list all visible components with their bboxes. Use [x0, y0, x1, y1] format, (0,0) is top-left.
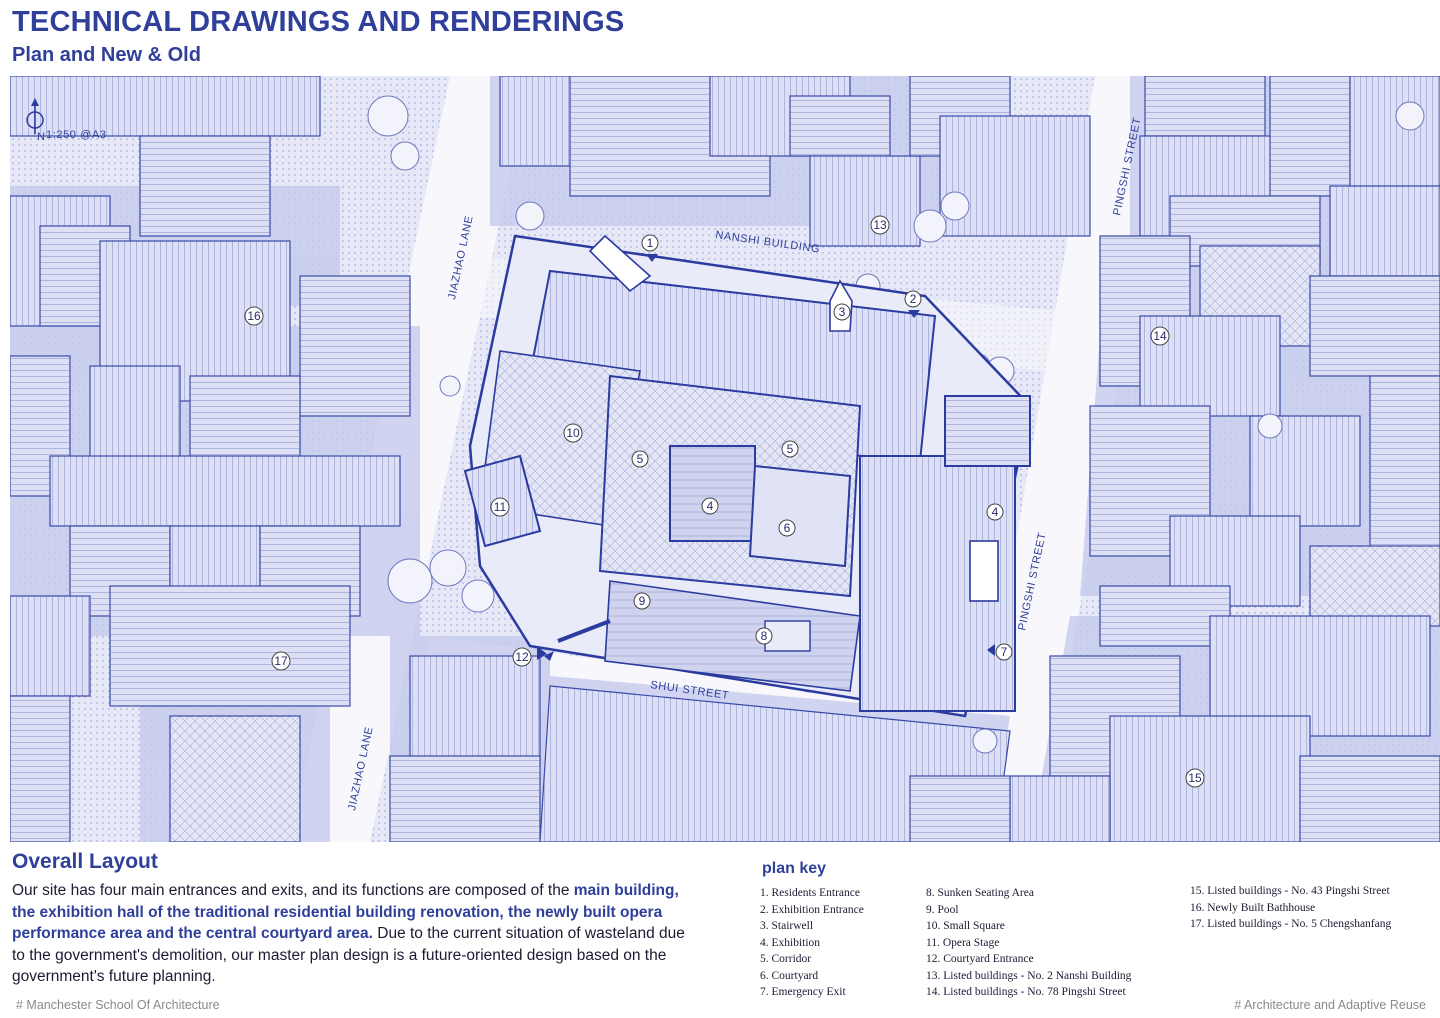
- plan-number-4a: 4: [701, 497, 719, 515]
- plan-number-5b: 5: [781, 440, 799, 458]
- plan-number-4b: 4: [986, 503, 1004, 521]
- svg-text:4: 4: [992, 505, 999, 519]
- plan-key-column-2: 8. Sunken Seating Area 9. Pool 10. Small…: [926, 885, 1131, 1001]
- svg-text:7: 7: [1001, 645, 1008, 659]
- svg-text:6: 6: [784, 521, 791, 535]
- overall-layout-description: Our site has four main entrances and exi…: [12, 880, 702, 988]
- plan-number-3: 3: [833, 303, 851, 321]
- site-plan-drawing: N 1:250 @A3 JIAZHAO LANE JIAZHAO LANE NA…: [10, 76, 1440, 842]
- plan-number-6: 6: [778, 519, 796, 537]
- svg-text:4: 4: [707, 499, 714, 513]
- plan-number-labels: 1 2 3 4 4 5 5 6 7 8 9 10 11 12 13 14 15 …: [244, 215, 1205, 788]
- plan-key-item: 17. Listed buildings - No. 5 Chengshanfa…: [1190, 918, 1392, 930]
- surrounding-buildings: [10, 76, 1440, 842]
- footer-school: # Manchester School Of Architecture: [16, 998, 220, 1012]
- plan-number-10: 10: [563, 423, 583, 443]
- plan-key-item: 6. Courtyard: [760, 969, 819, 982]
- description-text-2: Due to the current situation of wastelan…: [12, 925, 685, 985]
- entrance-markers: [537, 254, 995, 661]
- plan-number-5a: 5: [631, 450, 649, 468]
- plan-key-item: 16. Newly Built Bathhouse: [1190, 901, 1316, 914]
- svg-text:3: 3: [839, 305, 846, 319]
- overall-layout-heading: Overall Layout: [12, 850, 158, 873]
- plan-number-8: 8: [755, 627, 773, 645]
- plan-key-item: 1. Residents Entrance: [760, 887, 860, 899]
- plan-number-14: 14: [1150, 326, 1170, 346]
- footer-course: # Architecture and Adaptive Reuse: [1234, 998, 1426, 1012]
- plan-number-1: 1: [641, 234, 659, 252]
- plan-number-7: 7: [995, 643, 1013, 661]
- svg-text:1: 1: [647, 236, 654, 250]
- svg-text:2: 2: [910, 292, 917, 306]
- plan-number-11: 11: [490, 497, 510, 517]
- svg-text:12: 12: [515, 650, 529, 664]
- plan-key-column-3: 15. Listed buildings - No. 43 Pingshi St…: [1190, 883, 1391, 933]
- svg-text:13: 13: [873, 218, 887, 232]
- page-subtitle: Plan and New & Old: [12, 44, 201, 66]
- plan-key-item: 11. Opera Stage: [926, 936, 1000, 949]
- plan-number-2: 2: [904, 290, 922, 308]
- description-highlight: main building, the exhibition hall of th…: [12, 882, 679, 942]
- svg-text:5: 5: [787, 442, 794, 456]
- page-title: TECHNICAL DRAWINGS AND RENDERINGS: [12, 6, 625, 38]
- svg-text:8: 8: [761, 629, 768, 643]
- plan-key-item: 10. Small Square: [926, 920, 1005, 932]
- plan-key-item: 14. Listed buildings - No. 78 Pingshi St…: [926, 986, 1126, 998]
- svg-text:10: 10: [566, 426, 580, 440]
- svg-text:14: 14: [1153, 329, 1167, 343]
- plan-key-item: 8. Sunken Seating Area: [926, 887, 1034, 899]
- plan-key-item: 3. Stairwell: [760, 920, 814, 932]
- svg-text:9: 9: [639, 594, 646, 608]
- plan-key-item: 15. Listed buildings - No. 43 Pingshi St…: [1190, 885, 1390, 897]
- plan-key-column-1: 1. Residents Entrance 2. Exhibition Entr…: [760, 885, 864, 1001]
- plan-number-15: 15: [1185, 768, 1205, 788]
- plan-number-17: 17: [271, 651, 291, 671]
- site-boundary: [463, 234, 1032, 718]
- plan-key-title: plan key: [762, 860, 827, 877]
- plan-key-item: 7. Emergency Exit: [760, 986, 846, 998]
- svg-text:16: 16: [247, 309, 261, 323]
- plan-number-16: 16: [244, 306, 264, 326]
- north-arrow-icon: [26, 98, 44, 134]
- plan-key-item: 5. Corridor: [760, 953, 812, 965]
- plan-key-item: 13. Listed buildings - No. 2 Nanshi Buil…: [926, 969, 1132, 982]
- north-label: N: [37, 131, 46, 143]
- plan-key-item: 2. Exhibition Entrance: [760, 903, 864, 916]
- plan-key-item: 4. Exhibition: [760, 936, 821, 949]
- plan-key-item: 12. Courtyard Entrance: [926, 953, 1034, 965]
- plan-number-13: 13: [870, 215, 890, 235]
- svg-text:15: 15: [1188, 771, 1202, 785]
- plan-number-9: 9: [633, 592, 651, 610]
- description-text-1: Our site has four main entrances and exi…: [12, 882, 574, 899]
- svg-text:5: 5: [637, 452, 644, 466]
- svg-text:17: 17: [274, 654, 288, 668]
- plan-key-item: 9. Pool: [926, 903, 959, 916]
- plan-number-12: 12: [512, 647, 532, 667]
- svg-text:11: 11: [494, 500, 507, 514]
- scale-label: 1:250 @A3: [46, 129, 107, 141]
